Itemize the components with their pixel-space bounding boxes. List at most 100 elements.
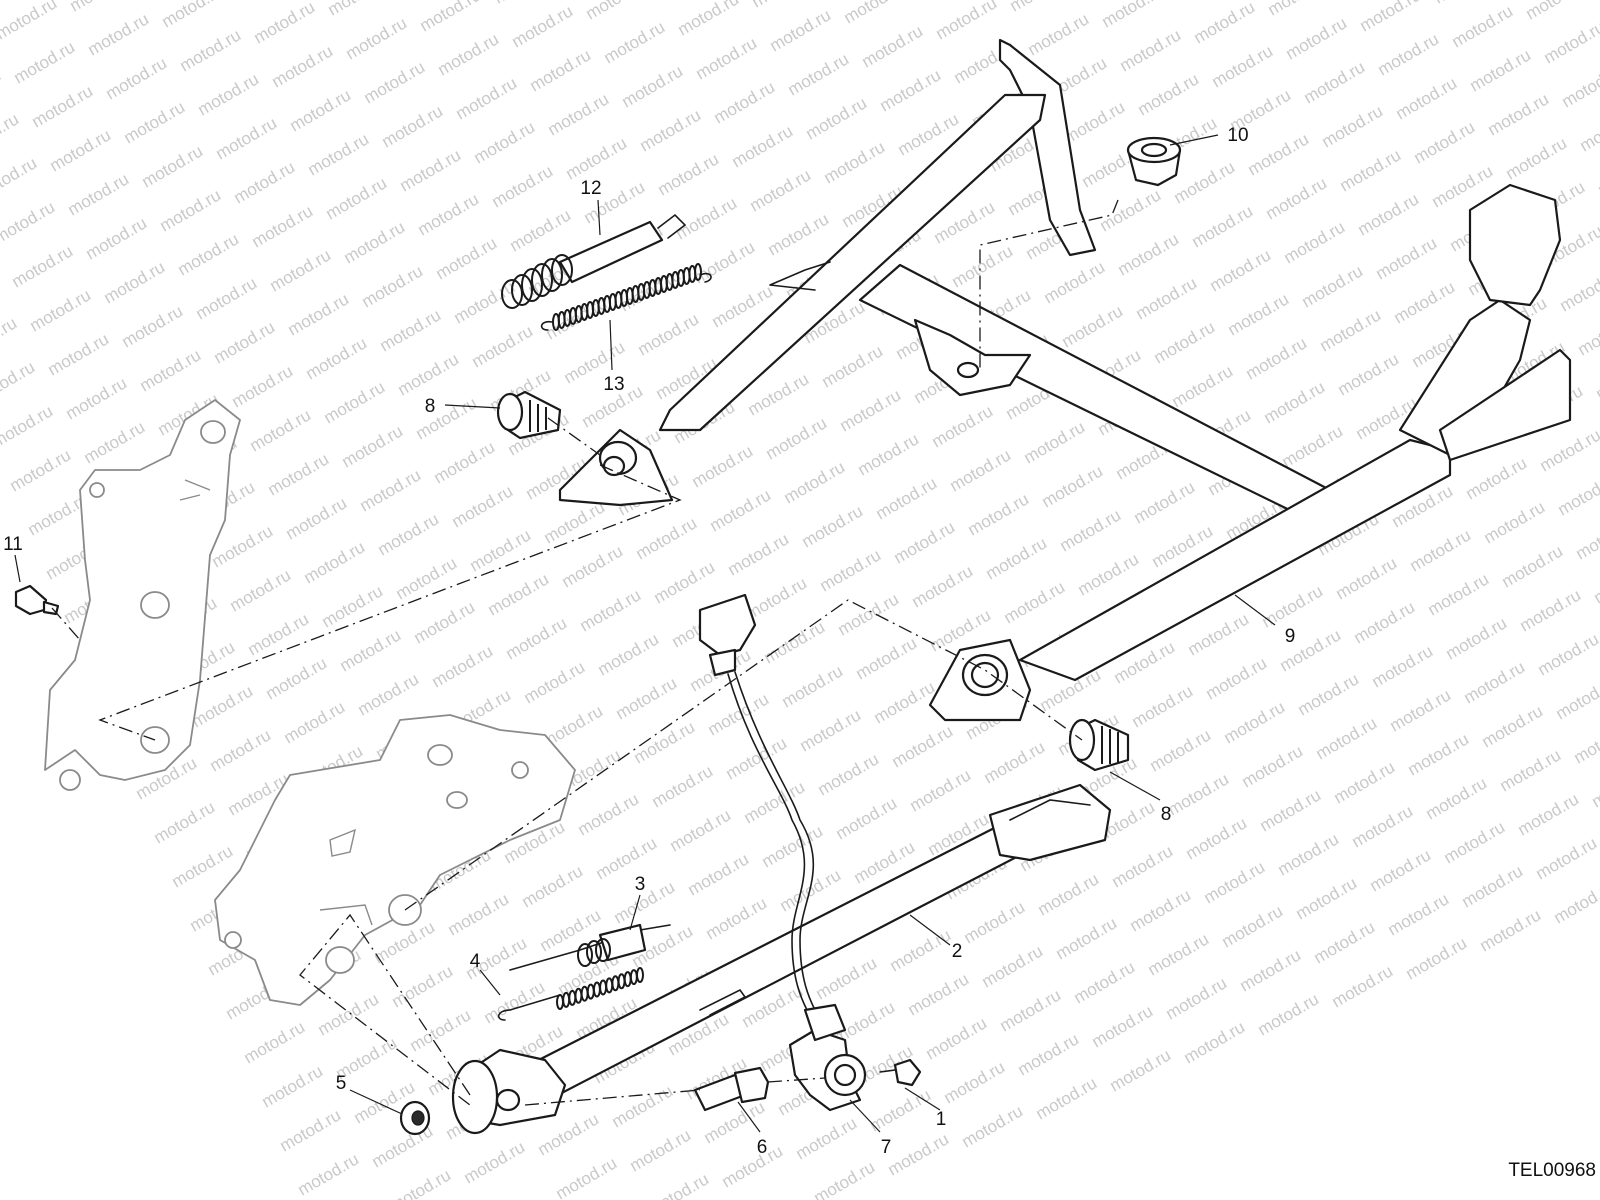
watermark-text: motod.ru xyxy=(983,533,1051,583)
watermark-text: motod.ru xyxy=(693,33,761,83)
watermark-text: motod.ru xyxy=(553,1153,621,1200)
watermark-text: motod.ru xyxy=(195,69,263,119)
watermark-text: motod.ru xyxy=(1053,913,1121,963)
spring-coil-turn xyxy=(629,969,638,986)
watermark-text: motod.ru xyxy=(811,1157,879,1200)
side-stand-part-2 xyxy=(451,783,1112,1135)
watermark-text: motod.ru xyxy=(887,925,955,975)
callout-11: 11 xyxy=(3,534,23,555)
watermark-text: motod.ru xyxy=(1589,761,1600,811)
watermark-text: motod.ru xyxy=(1485,89,1553,139)
watermark-text: motod.ru xyxy=(779,661,847,711)
watermark-text: motod.ru xyxy=(1497,745,1565,795)
bolt-part-8-upper xyxy=(496,390,562,440)
watermark-text: motod.ru xyxy=(103,53,171,103)
watermark-text: motod.ru xyxy=(411,597,479,647)
callout-10: 10 xyxy=(1227,125,1248,146)
watermark-text: motod.ru xyxy=(1403,933,1471,983)
callout-13: 13 xyxy=(603,374,624,395)
watermark-text: motod.ru xyxy=(813,953,881,1003)
callout-5: 5 xyxy=(336,1073,347,1094)
sensor-cable xyxy=(698,593,816,1011)
watermark-text: motod.ru xyxy=(933,0,1001,43)
watermark-text: motod.ru xyxy=(269,41,337,91)
watermark-text: motod.ru xyxy=(519,861,587,911)
watermark-text: motod.ru xyxy=(837,385,905,435)
watermark-text: motod.ru xyxy=(1523,0,1591,23)
watermark-text: motod.ru xyxy=(1099,0,1167,31)
watermark-text: motod.ru xyxy=(593,833,661,883)
watermark-text: motod.ru xyxy=(705,689,773,739)
watermark-text: motod.ru xyxy=(631,717,699,767)
watermark-text: motod.ru xyxy=(619,61,687,111)
watermark-text: motod.ru xyxy=(749,0,817,11)
watermark-text: motod.ru xyxy=(1025,9,1093,59)
watermark-text: motod.ru xyxy=(27,285,95,335)
watermark-text: motod.ru xyxy=(793,1113,861,1163)
watermark-text: motod.ru xyxy=(905,969,973,1019)
watermark-text: motod.ru xyxy=(947,445,1015,495)
watermark-text: motod.ru xyxy=(703,893,771,943)
watermark-text: motod.ru xyxy=(1591,557,1600,607)
watermark-text: motod.ru xyxy=(231,157,299,207)
callout-7: 7 xyxy=(881,1137,892,1158)
spring-coil-turn xyxy=(636,967,644,983)
watermark-text: motod.ru xyxy=(1225,289,1293,339)
watermark-text: motod.ru xyxy=(7,445,75,495)
watermark-text: motod.ru xyxy=(841,0,909,27)
watermark-text: motod.ru xyxy=(1203,653,1271,703)
watermark-text: motod.ru xyxy=(0,357,38,407)
watermark-text: motod.ru xyxy=(595,629,663,679)
watermark-text: motod.ru xyxy=(673,193,741,243)
watermark-text: motod.ru xyxy=(1165,769,1233,819)
watermark-text: motod.ru xyxy=(1261,377,1329,427)
watermark-text: motod.ru xyxy=(965,489,1033,539)
watermark-text: motod.ru xyxy=(251,0,319,47)
watermark-text: motod.ru xyxy=(1075,549,1143,599)
watermark-text: motod.ru xyxy=(1275,829,1343,879)
spring-part-3 xyxy=(509,923,671,971)
watermark-text: motod.ru xyxy=(729,121,797,171)
watermark-text: motod.ru xyxy=(655,149,723,199)
watermark-text: motod.ru xyxy=(0,197,58,247)
watermark-text: motod.ru xyxy=(1299,261,1367,311)
watermark-text: motod.ru xyxy=(1335,349,1403,399)
watermark-text: motod.ru xyxy=(1059,301,1127,351)
watermark-text: motod.ru xyxy=(885,1129,953,1179)
watermark-text: motod.ru xyxy=(169,841,237,891)
watermark-text: motod.ru xyxy=(1575,309,1600,359)
watermark-text: motod.ru xyxy=(1239,741,1307,791)
watermark-text: motod.ru xyxy=(151,797,219,847)
watermark-text: motod.ru xyxy=(137,345,205,395)
callout-12: 12 xyxy=(580,178,601,199)
watermark-text: motod.ru xyxy=(521,657,589,707)
watermark-text: motod.ru xyxy=(563,133,631,183)
sensor-part-7 xyxy=(788,1003,867,1112)
watermark-text: motod.ru xyxy=(1117,25,1185,75)
watermark-text: motod.ru xyxy=(1219,901,1287,951)
watermark-text: motod.ru xyxy=(833,793,901,843)
watermark-text: motod.ru xyxy=(413,393,481,443)
watermark-text: motod.ru xyxy=(1477,905,1545,955)
drawing-reference-code: TEL00968 xyxy=(1508,1160,1596,1181)
watermark-text: motod.ru xyxy=(1243,333,1311,383)
watermark-text: motod.ru xyxy=(759,821,827,871)
watermark-text: motod.ru xyxy=(1257,785,1325,835)
watermark-text: motod.ru xyxy=(1265,0,1333,19)
watermark-text: motod.ru xyxy=(675,0,743,39)
watermark-text: motod.ru xyxy=(303,333,371,383)
spring-part-4 xyxy=(497,967,644,1021)
leader-lines xyxy=(14,134,1276,1133)
watermark-text: motod.ru xyxy=(207,725,275,775)
watermark-text: motod.ru xyxy=(997,985,1065,1035)
watermark-text: motod.ru xyxy=(761,617,829,667)
watermark-text: motod.ru xyxy=(785,49,853,99)
callout-2: 2 xyxy=(952,941,963,962)
watermark-text: motod.ru xyxy=(1171,157,1239,207)
watermark-text: motod.ru xyxy=(1461,657,1529,707)
watermark-text: motod.ru xyxy=(301,537,369,587)
watermark-text: motod.ru xyxy=(193,273,261,323)
watermark-text: motod.ru xyxy=(1481,497,1549,547)
watermark-text: motod.ru xyxy=(0,109,22,159)
watermark-text: motod.ru xyxy=(959,1101,1027,1151)
